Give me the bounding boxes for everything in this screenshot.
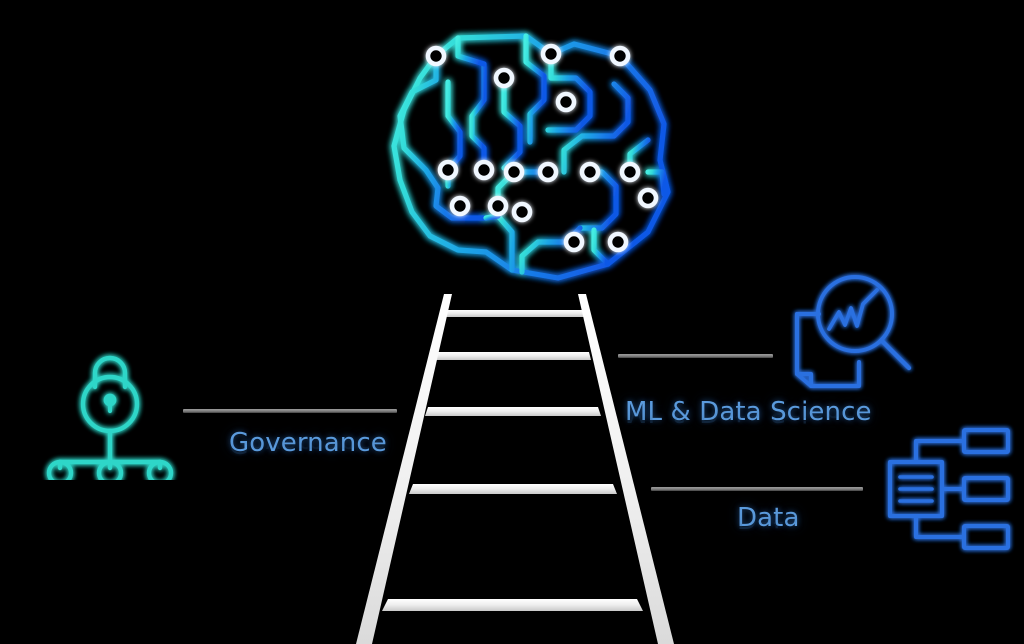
brain-circuit-nodes — [425, 43, 659, 253]
data-node-bottom — [962, 524, 1010, 550]
ml-icon-svg — [795, 275, 912, 388]
document-magnifier-chart-icon — [785, 270, 917, 394]
connector-line-ml-data-science — [618, 354, 773, 358]
connector-line-governance — [183, 409, 397, 413]
label-data: Data Data — [737, 503, 800, 533]
data-node-top — [962, 428, 1010, 454]
label-ml-data-science: ML & Data Science ML & Data Science — [625, 397, 872, 427]
ladder-rungs — [382, 310, 643, 611]
chart-zigzag — [827, 288, 879, 331]
lock-shackle — [92, 355, 128, 390]
magnifier-handle — [879, 338, 912, 371]
label-data-text: Data — [737, 503, 800, 533]
ai-brain-circuit-icon — [308, 20, 688, 292]
brain-circuit-svg — [391, 33, 671, 281]
data-node-middle — [962, 476, 1010, 502]
data-icon-svg — [888, 428, 1010, 550]
label-ml-data-science-text: ML & Data Science — [625, 397, 872, 427]
lock-hierarchy-icon — [36, 340, 184, 487]
magnifier-lens — [816, 275, 894, 353]
database-nodes-icon — [880, 422, 1016, 562]
label-governance: Governance Governance — [229, 428, 387, 458]
ladder-graphic — [330, 288, 700, 644]
brain-outline-traces — [391, 33, 671, 281]
ladder-rails — [356, 294, 674, 644]
ladder-svg — [356, 294, 674, 644]
data-connector-bottom — [914, 514, 966, 539]
connector-line-data — [651, 487, 863, 491]
data-connector-top — [914, 439, 966, 464]
label-governance-text: Governance — [229, 428, 387, 458]
governance-icon-svg — [46, 355, 174, 487]
document-fold — [795, 372, 813, 388]
